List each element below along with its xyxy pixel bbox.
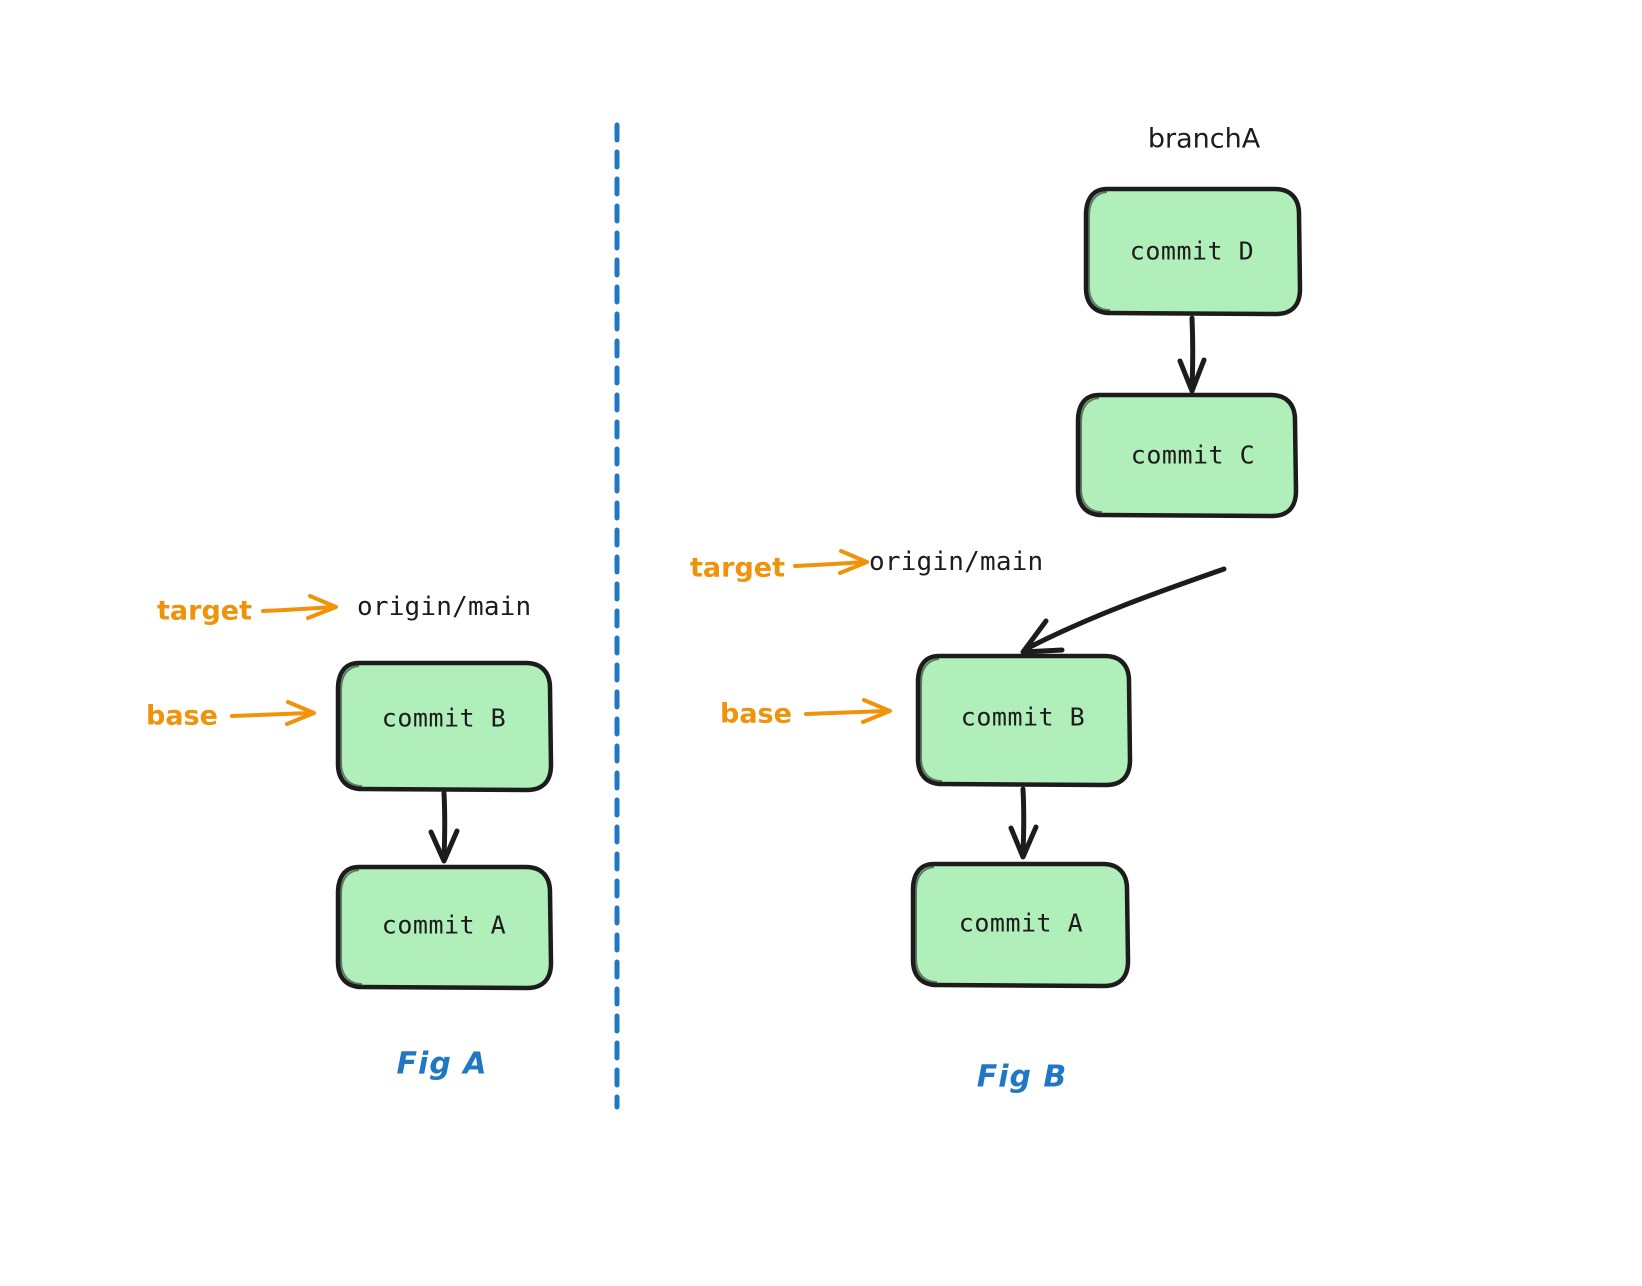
fig-b-commit-c-box[interactable] bbox=[1075, 392, 1299, 519]
fig-b-base-label: base bbox=[720, 698, 792, 730]
fig-b-commit-b-box[interactable] bbox=[915, 653, 1133, 788]
fig-a-caption: Fig A bbox=[396, 1046, 488, 1082]
fig-a-commit-b-box[interactable] bbox=[335, 660, 554, 793]
fig-b-edge-b-to-a bbox=[1008, 786, 1039, 860]
fig-a-origin-main-label: origin/main bbox=[357, 592, 532, 622]
fig-a-base-label: base bbox=[146, 700, 218, 732]
fig-b-edge-d-to-c bbox=[1177, 315, 1207, 394]
fig-b-caption: Fig B bbox=[976, 1059, 1068, 1095]
fig-b-target-label: target bbox=[690, 552, 785, 584]
fig-a-base-arrow-icon bbox=[230, 700, 316, 726]
fig-a-edge-b-to-a bbox=[428, 790, 460, 864]
fig-a-target-arrow-icon bbox=[261, 594, 338, 620]
fig-b-target-arrow-icon bbox=[793, 549, 869, 575]
fig-b-branch-a-label: branchA bbox=[1147, 123, 1261, 155]
fig-b-edge-c-to-b-curved bbox=[1020, 566, 1227, 655]
fig-b-commit-a-box[interactable] bbox=[910, 861, 1131, 989]
fig-b-origin-main-label: origin/main bbox=[869, 547, 1044, 577]
fig-b-base-arrow-icon bbox=[804, 698, 892, 724]
fig-a-target-label: target bbox=[157, 595, 252, 627]
fig-a-commit-a-box[interactable] bbox=[335, 864, 554, 991]
fig-b-commit-d-box[interactable] bbox=[1083, 186, 1303, 317]
